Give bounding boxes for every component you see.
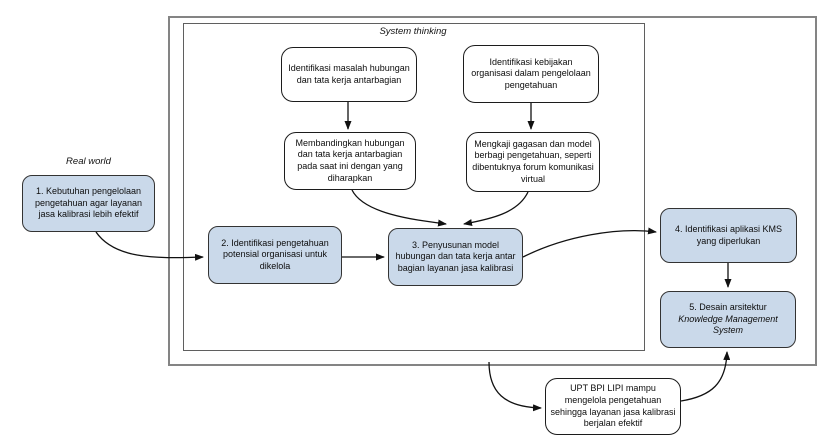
arrow-mengkaji-to-step3 <box>463 191 529 226</box>
step4-text: 4. Identifikasi aplikasi KMS yang diperl… <box>674 223 783 246</box>
outcome-box: UPT BPI LIPI mampu mengelola pengetahuan… <box>545 378 681 435</box>
identifikasi-masalah-box: Identifikasi masalah hubungan dan tata k… <box>281 47 417 102</box>
step3-text: 3. Penyusunan model hubungan dan tata ke… <box>395 239 516 273</box>
outcome-text: UPT BPI LIPI mampu mengelola pengetahuan… <box>550 383 676 429</box>
step2-box: 2. Identifikasi pengetahuan potensial or… <box>208 226 342 284</box>
arrow-step1-to-step2 <box>95 231 204 261</box>
step3-box: 3. Penyusunan model hubungan dan tata ke… <box>388 228 523 286</box>
identifikasi-kebijakan-text: Identifikasi kebijakan organisasi dalam … <box>471 56 591 90</box>
real-world-label: Real world <box>66 156 111 167</box>
arrow-outcome-to-step5 <box>680 351 731 402</box>
step5-text: 5. Desain arsitektur Knowledge Managemen… <box>665 302 791 337</box>
step5-line2: Knowledge Management System <box>678 313 778 336</box>
step5-line1: 5. Desain arsitektur <box>689 302 767 313</box>
system-thinking-frame <box>183 23 645 351</box>
system-thinking-label: System thinking <box>379 26 447 37</box>
step1-text: 1. Kebutuhan pengelolaan pengetahuan aga… <box>34 186 143 220</box>
outer-boundary-frame <box>168 16 817 366</box>
mengkaji-gagasan-text: Mengkaji gagasan dan model berbagi penge… <box>472 138 594 184</box>
arrow-frame-to-outcome <box>488 361 542 412</box>
arrow-membandingkan-to-step3 <box>351 189 447 227</box>
arrow-step3-to-step4 <box>522 227 657 258</box>
step4-box: 4. Identifikasi aplikasi KMS yang diperl… <box>660 208 797 263</box>
identifikasi-kebijakan-box: Identifikasi kebijakan organisasi dalam … <box>463 45 599 103</box>
identifikasi-masalah-text: Identifikasi masalah hubungan dan tata k… <box>288 62 410 85</box>
step2-text: 2. Identifikasi pengetahuan potensial or… <box>221 237 329 271</box>
step5-box: 5. Desain arsitektur Knowledge Managemen… <box>660 291 796 348</box>
mengkaji-gagasan-box: Mengkaji gagasan dan model berbagi penge… <box>466 132 600 192</box>
membandingkan-text: Membandingkan hubungan dan tata kerja an… <box>295 137 405 183</box>
membandingkan-box: Membandingkan hubungan dan tata kerja an… <box>284 132 416 190</box>
step1-box: 1. Kebutuhan pengelolaan pengetahuan aga… <box>22 175 155 232</box>
